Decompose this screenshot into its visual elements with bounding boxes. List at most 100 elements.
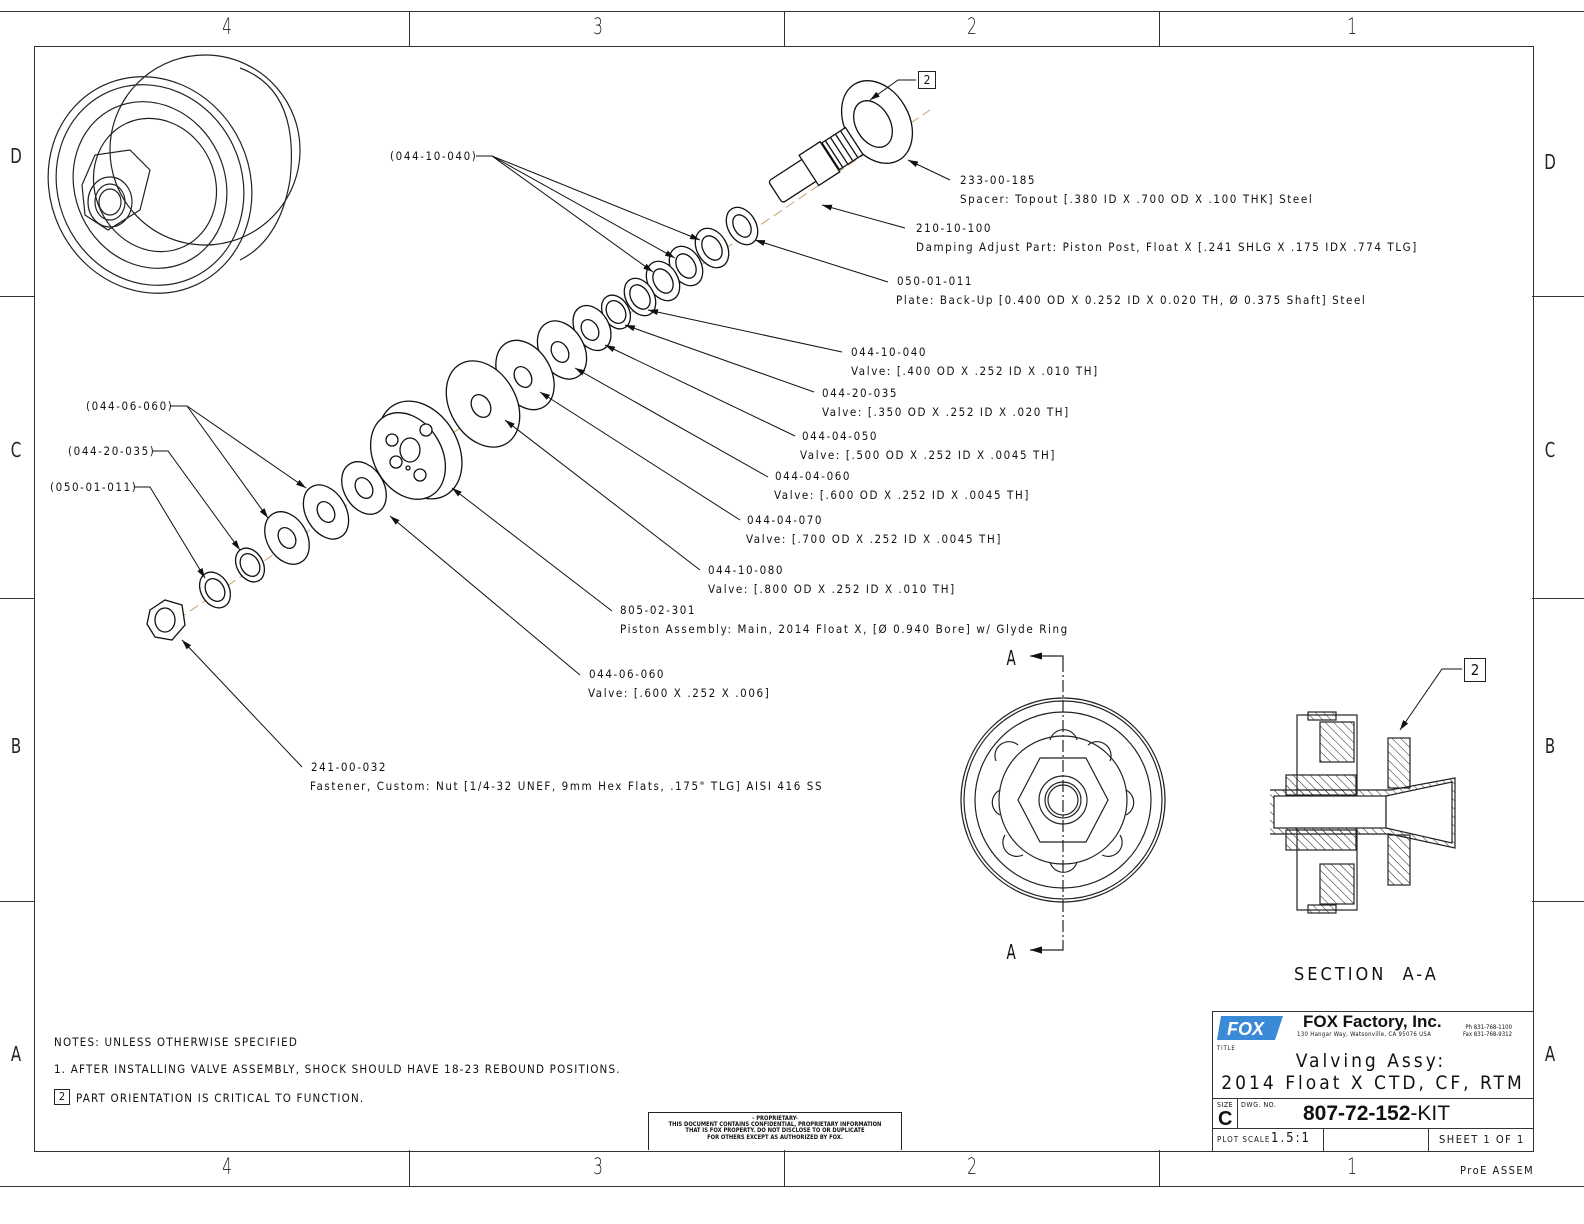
zone-row-A-right: A — [1544, 1042, 1556, 1066]
zone-divider — [784, 11, 785, 46]
size-value: C — [1218, 1108, 1233, 1130]
zone-divider — [784, 1150, 785, 1186]
part-number: 044-10-080 — [708, 563, 785, 577]
section-cut-label-top: A — [1006, 646, 1016, 670]
title-block-divider — [1237, 1098, 1238, 1128]
zone-col-4-bottom: 4 — [222, 1155, 232, 1180]
zone-divider — [0, 296, 34, 297]
part-description: Valve: [.400 OD X .252 ID X .010 TH] — [851, 364, 1099, 378]
part-number: 241-00-032 — [311, 760, 388, 774]
company-contact: Ph 831-768-1100 Fax 831-768-9312 — [1463, 1024, 1512, 1038]
part-description: Fastener, Custom: Nut [1/4-32 UNEF, 9mm … — [310, 779, 824, 793]
software-label: ProE ASSEM — [1460, 1164, 1535, 1177]
zone-divider — [0, 598, 34, 599]
proprietary-heading: - PROPRIETARY- — [752, 1116, 798, 1122]
part-description: Piston Assembly: Main, 2014 Float X, [Ø … — [620, 622, 1069, 636]
zone-row-D-left: D — [10, 144, 22, 168]
zone-col-3-top: 3 — [593, 15, 603, 40]
zone-divider — [0, 901, 34, 902]
section-title: SECTION A-A — [1294, 964, 1439, 985]
part-number: 044-10-040 — [851, 345, 928, 359]
company-fax: Fax 831-768-9312 — [1463, 1031, 1513, 1038]
zone-col-2-bottom: 2 — [967, 1155, 977, 1180]
title-block-divider — [1323, 1128, 1324, 1151]
part-description: Plate: Back-Up [0.400 OD X 0.252 ID X 0.… — [896, 293, 1367, 307]
plot-scale-label: PLOT SCALE — [1217, 1135, 1271, 1144]
part-number: 805-02-301 — [620, 603, 697, 617]
zone-col-4-top: 4 — [222, 15, 232, 40]
zone-row-B-right: B — [1544, 734, 1556, 758]
part-description: Valve: [.600 OD X .252 ID X .0045 TH] — [774, 488, 1030, 502]
proprietary-line-2: THAT IS FOX PROPERTY. DO NOT DISCLOSE TO… — [685, 1128, 865, 1135]
part-description: Valve: [.700 OD X .252 ID X .0045 TH] — [746, 532, 1002, 546]
zone-divider — [1532, 296, 1584, 297]
orientation-flag-section: 2 — [1464, 658, 1486, 682]
orientation-flag-exploded: 2 — [918, 71, 936, 89]
title-label: TITLE — [1217, 1045, 1236, 1052]
part-description: Valve: [.600 X .252 X .006] — [588, 686, 771, 700]
size-label: SIZE — [1217, 1101, 1234, 1109]
ref-callout-044-10-040: (044-10-040) — [390, 149, 478, 163]
zone-divider — [1532, 598, 1584, 599]
zone-divider — [1159, 11, 1160, 46]
isometric-assembly-view — [47, 54, 301, 294]
company-phone: Ph 831-768-1100 — [1465, 1024, 1513, 1031]
drawing-number: 807-72-152-KIT — [1303, 1102, 1450, 1126]
front-view — [960, 652, 1166, 954]
section-cut-label-bottom: A — [1006, 940, 1016, 964]
zone-divider — [409, 11, 410, 46]
part-number: 044-04-070 — [747, 513, 824, 527]
ref-callout-050-01-011: (050-01-011) — [50, 480, 138, 494]
fox-logo-text: FOX — [1227, 1019, 1265, 1039]
ref-callout-044-06-060: (044-06-060) — [86, 399, 174, 413]
zone-col-3-bottom: 3 — [593, 1155, 603, 1180]
note-1: 1. AFTER INSTALLING VALVE ASSEMBLY, SHOC… — [54, 1062, 621, 1076]
ref-callout-044-20-035: (044-20-035) — [68, 444, 156, 458]
drawing-number-base: 807-72-152 — [1303, 1102, 1411, 1125]
zone-row-C-right: C — [1544, 438, 1556, 462]
proprietary-notice: - PROPRIETARY- THIS DOCUMENT CONTAINS CO… — [648, 1112, 902, 1150]
zone-row-B-left: B — [10, 734, 22, 758]
sheet-number: SHEET 1 OF 1 — [1439, 1133, 1525, 1146]
leader-lines — [134, 79, 1462, 768]
part-description: Valve: [.800 OD X .252 ID X .010 TH] — [708, 582, 956, 596]
zone-row-A-left: A — [10, 1042, 22, 1066]
company-address: 130 Hangar Way, Watsonville, CA 95076 US… — [1297, 1031, 1432, 1038]
fox-logo-icon: FOX — [1217, 1016, 1283, 1040]
drawing-title-line-1: Valving Assy: — [1295, 1050, 1447, 1072]
part-description: Damping Adjust Part: Piston Post, Float … — [916, 240, 1418, 254]
zone-col-2-top: 2 — [967, 15, 977, 40]
zone-divider — [409, 1150, 410, 1186]
zone-col-1-top: 1 — [1347, 15, 1357, 40]
drawing-title-line-2: 2014 Float X CTD, CF, RTM — [1221, 1072, 1525, 1094]
notes-header: NOTES: UNLESS OTHERWISE SPECIFIED — [54, 1035, 299, 1049]
title-block-divider — [1213, 1098, 1533, 1099]
part-number: 233-00-185 — [960, 173, 1037, 187]
zone-row-D-right: D — [1544, 150, 1556, 174]
title-block-divider — [1213, 1128, 1533, 1129]
company-name: FOX Factory, Inc. — [1303, 1012, 1442, 1031]
part-description: Valve: [.350 OD X .252 ID X .020 TH] — [822, 405, 1070, 419]
section-view — [1270, 711, 1456, 914]
part-number: 044-04-060 — [775, 469, 852, 483]
exploded-parts — [146, 80, 914, 641]
plot-scale-value: 1.5:1 — [1271, 1131, 1311, 1146]
title-block: FOX FOX Factory, Inc. 130 Hangar Way, Wa… — [1212, 1011, 1533, 1151]
note-2: PART ORIENTATION IS CRITICAL TO FUNCTION… — [76, 1091, 365, 1105]
zone-row-C-left: C — [10, 438, 22, 462]
part-number: 044-20-035 — [822, 386, 899, 400]
title-block-divider — [1428, 1128, 1429, 1151]
part-description: Spacer: Topout [.380 ID X .700 OD X .100… — [960, 192, 1314, 206]
dwg-no-label: DWG. NO. — [1241, 1101, 1277, 1109]
bottom-border-line — [0, 1186, 1584, 1187]
zone-divider — [1159, 1150, 1160, 1186]
top-border-line — [0, 11, 1584, 12]
proprietary-line-1: THIS DOCUMENT CONTAINS CONFIDENTIAL, PRO… — [668, 1122, 882, 1129]
drawing-number-suffix: -KIT — [1410, 1102, 1451, 1125]
proprietary-line-3: FOR OTHERS EXCEPT AS AUTHORIZED BY FOX. — [707, 1134, 843, 1141]
part-number: 044-06-060 — [589, 667, 666, 681]
part-number: 050-01-011 — [897, 274, 974, 288]
part-description: Valve: [.500 OD X .252 ID X .0045 TH] — [800, 448, 1056, 462]
part-number: 210-10-100 — [916, 221, 993, 235]
